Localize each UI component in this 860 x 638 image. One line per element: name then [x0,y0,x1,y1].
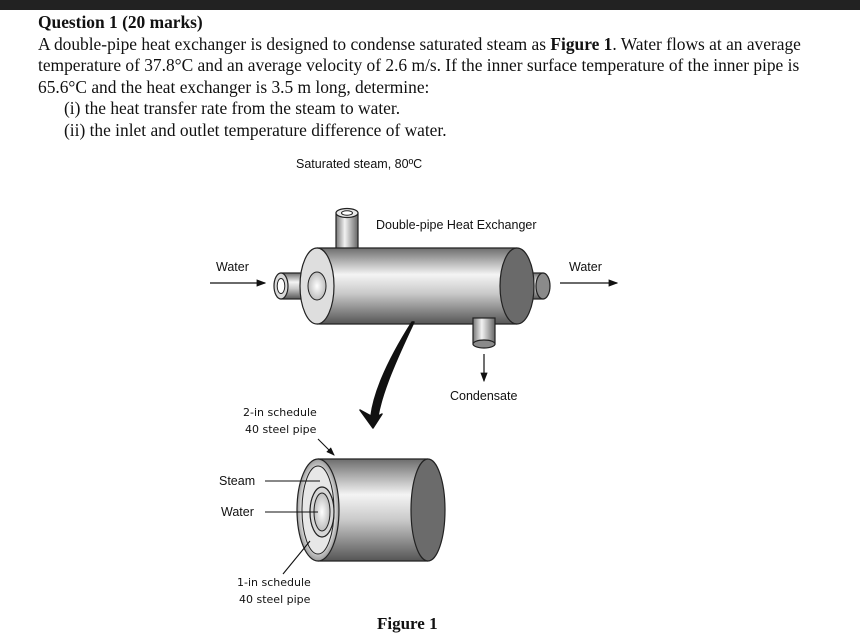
exchanger-label: Double-pipe Heat Exchanger [376,218,537,232]
paragraph-part-2: . Water flows at an average temperature … [38,33,801,97]
question-paragraph: A double-pipe heat exchanger is designed… [38,34,838,99]
pipe-cross-section [296,458,446,562]
figure-reference: Figure 1 [550,33,613,54]
water-section-label: Water [221,505,254,519]
condensate-outlet-pipe [472,317,496,349]
steam-section-label: Steam [219,474,255,488]
inner-pipe-label-line-1: 1-in schedule [237,576,311,589]
condensate-label: Condensate [450,389,517,403]
detail-arrow [359,321,415,429]
inner-pipe-leader [282,540,311,575]
water-out-label: Water [569,260,602,274]
question-item-2: (ii) the inlet and outlet temperature di… [64,119,447,140]
question-item-1: (i) the heat transfer rate from the stea… [64,98,401,119]
paragraph-part-1: A double-pipe heat exchanger is designed… [38,33,551,54]
outer-pipe-label-line-1: 2-in schedule [243,406,317,419]
heat-exchanger-figure: Saturated steam, 80ºC Double-pipe Heat E… [210,157,619,633]
exchanger-shell [299,247,535,325]
steam-label: Saturated steam, 80ºC [296,157,422,171]
steam-inlet-pipe [335,207,359,259]
top-bar [0,0,860,10]
water-in-label: Water [216,260,249,274]
outer-pipe-leader [317,438,335,456]
figure-caption: Figure 1 [377,614,438,633]
inner-pipe-label-line-2: 40 steel pipe [239,593,311,606]
question-title: Question 1 (20 marks) [38,12,203,32]
outer-pipe-label-line-2: 40 steel pipe [245,423,317,436]
question-text: Question 1 (20 marks) A double-pipe heat… [38,12,838,142]
